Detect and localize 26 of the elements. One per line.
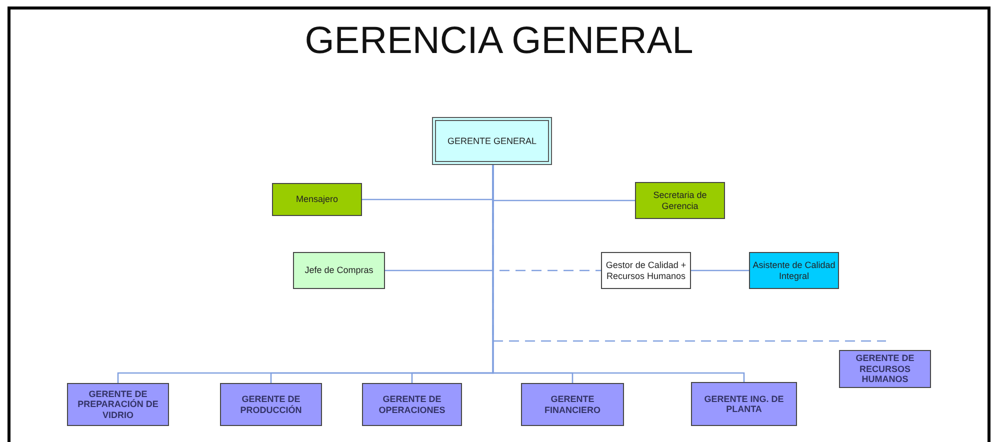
head-position-box (432, 117, 552, 165)
position-title: Jefe de Compras (304, 265, 374, 276)
position-title: Mensajero (294, 194, 340, 205)
position-box (601, 252, 691, 289)
position-title: GERENTE DE OPERACIONES (378, 394, 446, 415)
position-title: Secretaria de Gerencia (652, 190, 708, 211)
position-title: GERENTE DE PRODUCCIÓN (239, 394, 303, 415)
diagram-title: GERENCIA GENERAL (304, 20, 694, 63)
position-box (362, 383, 462, 426)
position-box (691, 382, 797, 426)
position-title: GERENTE DE PREPARACIÓN DE VIDRIO (76, 388, 160, 420)
position-box (521, 383, 624, 426)
position-title: GERENTE FINANCIERO (544, 394, 602, 415)
position-box (293, 252, 385, 289)
position-title: GERENTE DE RECURSOS HUMANOS (854, 353, 916, 385)
position-box (220, 383, 322, 426)
position-box (839, 350, 931, 388)
connector-line (691, 270, 749, 272)
position-box (635, 182, 725, 219)
position-title: GERENTE ING. DE PLANTA (703, 394, 785, 414)
position-box (272, 183, 362, 216)
position-title: Asistente de Calidad Integral (752, 260, 836, 281)
position-title: Gestor de Calidad + Recursos Humanos (604, 260, 688, 281)
position-box (67, 383, 169, 426)
position-title: GERENTE GENERAL (446, 136, 538, 146)
position-box (749, 252, 839, 289)
